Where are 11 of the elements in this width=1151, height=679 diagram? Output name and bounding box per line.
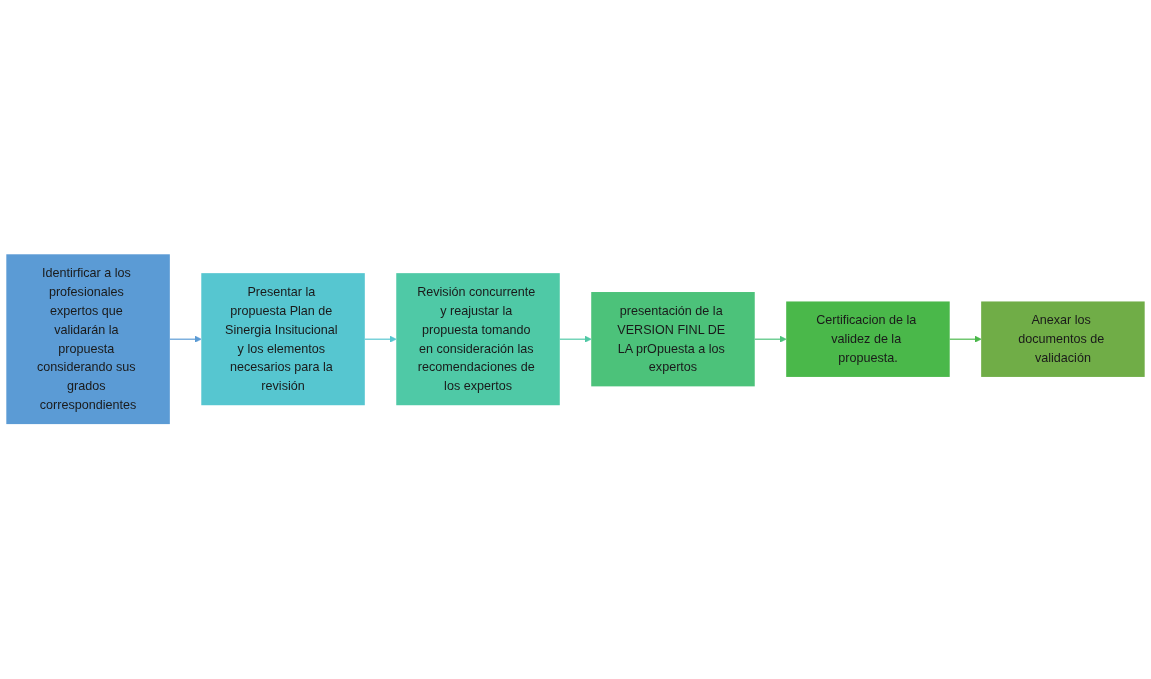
- node-box: Revisión concurrente y reajustar la propuesta tomando en consideración las recomendaciones de los expertos: [396, 273, 560, 406]
- arrow: [169, 336, 202, 343]
- node-box: Identirficar a los profesionales expertos que validarán la propuesta considerando sus grados correspondientes: [6, 254, 170, 425]
- node-box: Certificacion de la validez de la propuesta.: [786, 301, 950, 378]
- arrow: [754, 336, 787, 343]
- node-box: Presentar la propuesta Plan de Sinergia Insitucional y los elementos necesarios para la revisión: [201, 273, 365, 406]
- arrow: [559, 336, 592, 343]
- arrow: [949, 336, 982, 343]
- node-box: Anexar los documentos de validación: [981, 301, 1145, 378]
- arrow: [364, 336, 397, 343]
- node-box: presentación de la VERSION FINL DE LA prOpuesta a los expertos: [591, 292, 755, 387]
